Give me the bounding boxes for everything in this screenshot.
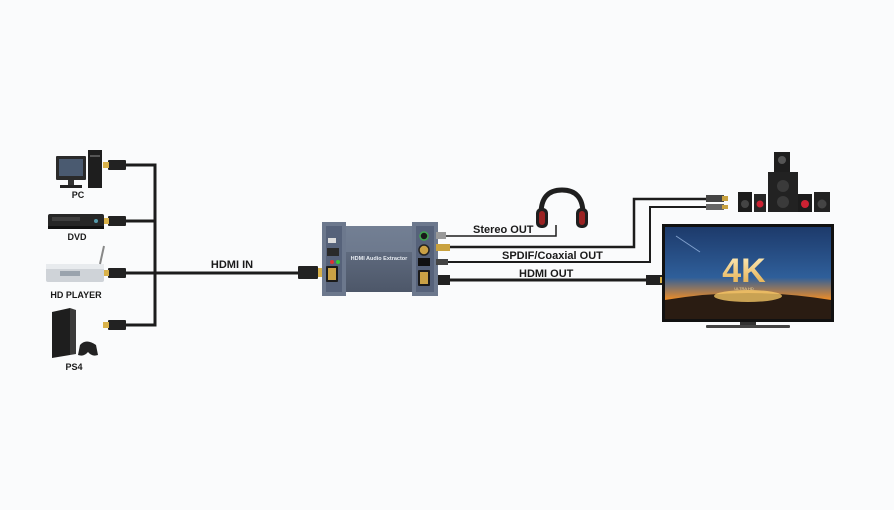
tv-ultra-hd-sub: ULTRA HD	[734, 286, 754, 291]
source-cable-bus	[126, 163, 300, 327]
audio-extractor-device	[322, 222, 438, 296]
headphones-icon	[536, 187, 588, 228]
source-label-hd-player: HD PLAYER	[50, 290, 102, 300]
hdmi-out-label: HDMI OUT	[519, 268, 574, 280]
dvd-icon	[48, 214, 104, 229]
pc-icon	[56, 150, 102, 188]
source-label-dvd: DVD	[67, 232, 87, 242]
source-label-ps4: PS4	[65, 362, 82, 372]
source-hdmi-connectors	[103, 160, 324, 330]
tv-icon	[662, 224, 834, 328]
ps4-icon	[52, 308, 98, 358]
stereo-out-label: Stereo OUT	[473, 224, 534, 236]
speakers-icon	[738, 152, 830, 212]
output-cables	[440, 197, 708, 282]
hd-player-icon	[46, 245, 105, 282]
hdmi-in-label: HDMI IN	[211, 259, 253, 271]
device-title: HDMI Audio Extractor	[351, 256, 408, 262]
tv-4k-badge: 4K	[722, 252, 766, 290]
spdif-coaxial-out-label: SPDIF/Coaxial OUT	[502, 250, 603, 262]
source-label-pc: PC	[72, 190, 85, 200]
